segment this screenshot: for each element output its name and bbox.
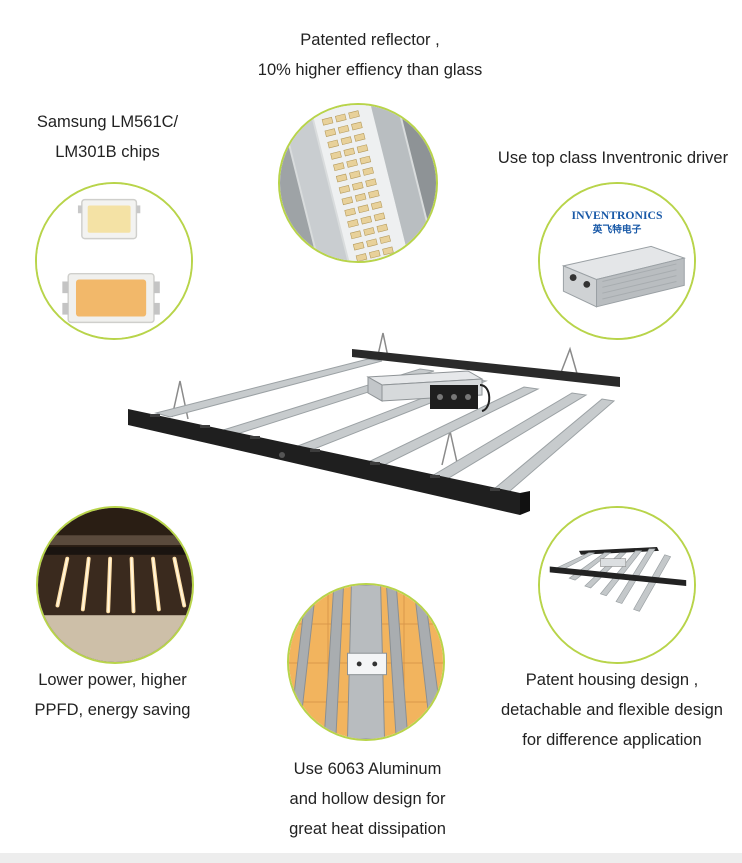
power-caption-line-2: PPFD, energy saving xyxy=(34,701,191,719)
reflector-caption: Patented reflector , 10% higher effiency… xyxy=(210,25,530,85)
chips-caption-line-1: Samsung LM561C/ xyxy=(36,113,179,131)
power-caption: Lower power, higher PPFD, energy saving xyxy=(10,665,215,725)
aluminum-design-circle xyxy=(287,583,445,741)
aluminum-caption-line-1: Use 6063 Aluminum xyxy=(293,760,442,778)
driver-circle: INVENTRONICS 英飞特电子 xyxy=(538,182,696,340)
aluminum-caption-line-3: great heat dissipation xyxy=(289,820,446,838)
housing-caption: Patent housing design , detachable and f… xyxy=(482,665,742,755)
reflector-closeup-circle xyxy=(278,103,438,263)
driver-image: INVENTRONICS 英飞特电子 xyxy=(540,184,694,338)
reflector-caption-line-1: Patented reflector , xyxy=(300,31,440,49)
aluminum-caption-line-2: and hollow design for xyxy=(289,790,446,808)
power-caption-line-1: Lower power, higher xyxy=(38,671,187,689)
housing-caption-line-3: for difference application xyxy=(522,731,702,749)
chips-caption: Samsung LM561C/ LM301B chips xyxy=(10,107,205,167)
grow-light-fixture-image xyxy=(128,332,620,515)
driver-brand-name-cn: 英飞特电子 xyxy=(592,223,642,236)
grow-room-image xyxy=(38,508,192,662)
aluminum-caption: Use 6063 Aluminum and hollow design for … xyxy=(250,754,485,844)
led-chips-image xyxy=(37,184,191,338)
fixture-overview-image xyxy=(540,508,694,662)
driver-caption: Use top class Inventronic driver xyxy=(480,143,742,173)
driver-caption-line-1: Use top class Inventronic driver xyxy=(497,149,729,167)
aluminum-design-image xyxy=(289,585,443,739)
reflector-closeup-image xyxy=(280,105,436,261)
driver-brand-name: INVENTRONICS xyxy=(572,209,663,222)
housing-caption-line-2: detachable and flexible design xyxy=(500,701,723,719)
reflector-caption-line-2: 10% higher effiency than glass xyxy=(257,61,483,79)
fixture-overview-circle xyxy=(538,506,696,664)
bottom-divider xyxy=(0,853,742,863)
led-chips-circle xyxy=(35,182,193,340)
housing-caption-line-1: Patent housing design , xyxy=(525,671,699,689)
chips-caption-line-2: LM301B chips xyxy=(55,143,160,161)
grow-room-circle xyxy=(36,506,194,664)
